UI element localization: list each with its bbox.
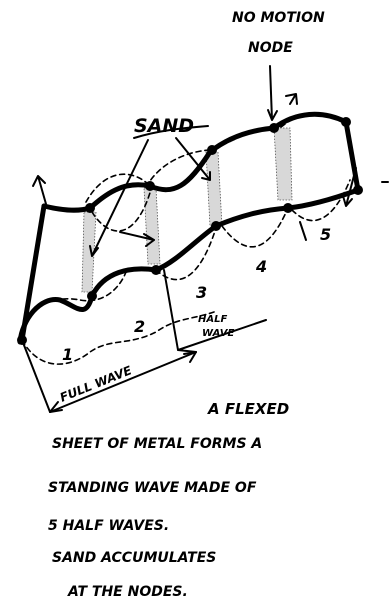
full-wave-tick-left (21, 339, 51, 413)
node-dots (17, 117, 363, 345)
node-dot (207, 145, 217, 155)
caption-line: 5 HALF WAVES. (48, 518, 169, 534)
motion-tick (299, 221, 307, 241)
sand-underline (133, 125, 209, 139)
sand-column-2 (143, 187, 161, 265)
dashed-front-wave (91, 179, 351, 281)
full-wave-arrow-left (49, 401, 63, 413)
node-dot (341, 117, 351, 127)
node-dot (211, 221, 221, 231)
callout-leaders (89, 65, 278, 257)
sand-leader-2 (175, 137, 211, 181)
sand-column-3 (205, 151, 223, 227)
dashed-bottom-wave (21, 311, 215, 365)
full-wave-dimension (21, 339, 197, 413)
full-wave-line (49, 351, 197, 413)
caption-line: SAND ACCUMULATES (52, 550, 216, 566)
segment-number: 3 (196, 283, 207, 302)
caption-line: A FLEXED (207, 400, 289, 418)
segment-number: 2 (134, 317, 145, 336)
motion-arrow-top (285, 93, 298, 105)
node-dot (353, 185, 363, 195)
motion-arrows (32, 93, 389, 247)
motion-arrow-left (32, 175, 47, 205)
caption-line: STANDING WAVE MADE OF (48, 480, 257, 496)
sand-leader-1 (89, 139, 149, 257)
segment-number: 5 (320, 225, 331, 244)
node-dot (151, 265, 161, 275)
node-dot (87, 291, 97, 301)
sand-label: SAND (134, 115, 194, 137)
node-dot (283, 203, 293, 213)
sand-columns (81, 127, 293, 293)
motion-arrow-right (342, 167, 357, 207)
caption-line: AT THE NODES. (67, 584, 188, 600)
right-edge (343, 119, 361, 193)
caption: A FLEXED SHEET OF METAL FORMS A STANDING… (48, 400, 289, 600)
no-motion-label: NO MOTION (232, 10, 325, 26)
node-dot (269, 123, 279, 133)
sand-column-1 (81, 211, 97, 293)
left-edge (19, 203, 47, 343)
full-wave-label: FULL WAVE (58, 363, 135, 405)
node-label: NODE (248, 40, 293, 56)
half-wave-label: WAVE (202, 328, 234, 339)
node-leader (267, 65, 278, 121)
full-wave-tick-right (177, 349, 197, 353)
caption-line: SHEET OF METAL FORMS A (52, 436, 262, 452)
segment-number: 1 (62, 345, 73, 364)
motion-arrow-mid (119, 231, 155, 247)
segment-number: 4 (255, 257, 267, 276)
node-dot (145, 181, 155, 191)
sand-column-4 (273, 127, 293, 201)
half-wave-label: HALF (198, 314, 227, 325)
front-wave-solid (17, 187, 361, 345)
node-dot (85, 203, 95, 213)
solid-waves (17, 111, 361, 351)
